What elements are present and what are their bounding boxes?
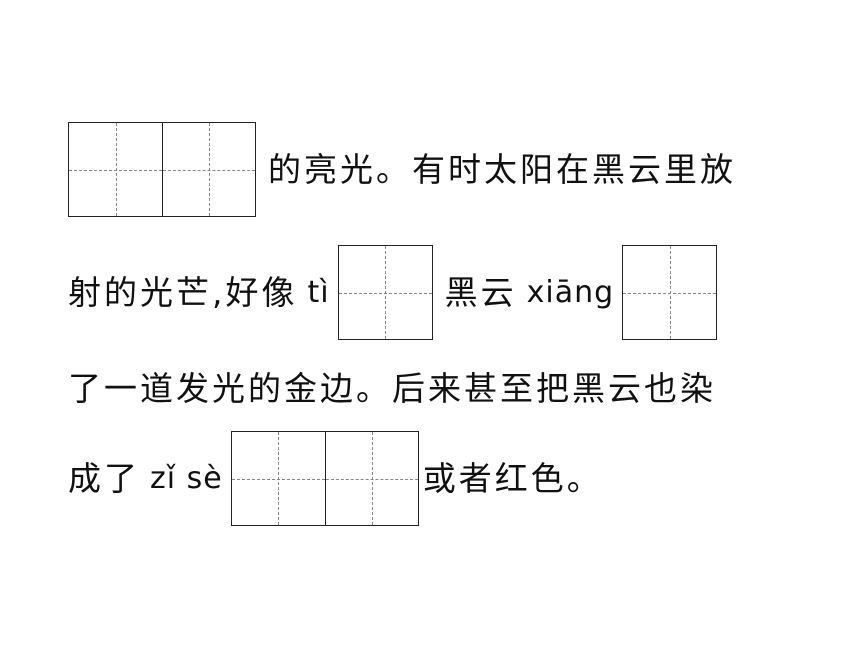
answer-cell[interactable] <box>69 123 162 216</box>
passage-text: 成了 <box>68 459 140 498</box>
answer-cell[interactable] <box>231 432 325 525</box>
answer-cell[interactable] <box>623 246 717 339</box>
passage-text: 了一道发光的金边。后来甚至把黑云也染 <box>68 368 716 408</box>
pinyin-prompt: tì <box>307 274 330 310</box>
answer-grid-line1[interactable] <box>68 122 256 217</box>
pinyin-prompt: xiāng <box>526 274 615 310</box>
passage-text: 射的光芒,好像 <box>68 273 298 312</box>
pinyin-prompt: zǐ sè <box>150 460 223 496</box>
answer-grid-xiang[interactable] <box>622 245 718 340</box>
passage-line-3: 了一道发光的金边。后来甚至把黑云也染 <box>68 368 716 408</box>
passage-line-2: 射的光芒,好像 tì 黑云 xiāng <box>68 245 718 340</box>
answer-grid-zise[interactable] <box>230 431 419 526</box>
answer-cell[interactable] <box>324 432 418 525</box>
passage-line-4: 成了 zǐ sè 或者红色。 <box>68 431 603 526</box>
answer-grid-ti[interactable] <box>337 245 433 340</box>
passage-line-1: 的亮光。有时太阳在黑云里放 <box>68 122 736 217</box>
answer-cell[interactable] <box>338 246 432 339</box>
answer-cell[interactable] <box>162 123 255 216</box>
passage-text: 黑云 <box>444 273 517 312</box>
passage-text: 的亮光。有时太阳在黑云里放 <box>268 150 736 189</box>
passage-text: 或者红色。 <box>422 459 603 498</box>
